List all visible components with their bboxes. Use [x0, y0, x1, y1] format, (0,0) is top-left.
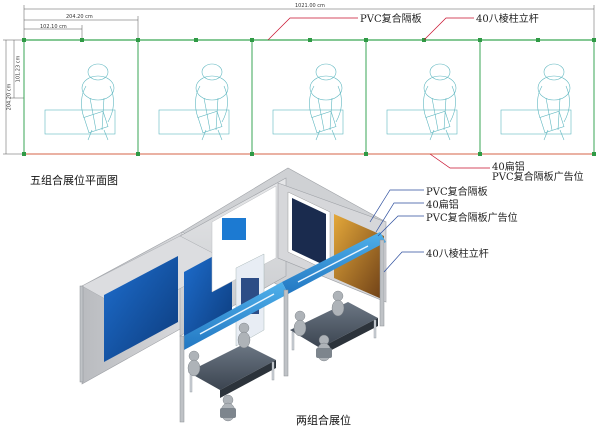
booth-label-pvc-panel: PVC复合隔板 [426, 187, 488, 198]
poster-booth2-room [334, 214, 384, 300]
plan-furniture-unit [44, 63, 116, 141]
plan-furniture-unit-4 [386, 63, 458, 141]
booth-caption: 两组合展位 [296, 414, 351, 427]
plan-label-octagonal-post: 40八棱柱立杆 [476, 14, 539, 25]
desk-booth2 [290, 302, 378, 348]
chairs [220, 348, 332, 418]
booth-leader-lines [369, 189, 424, 273]
plan-furniture-unit-2 [158, 63, 230, 141]
booth-label-octagonal-post: 40八棱柱立杆 [426, 249, 489, 260]
plan-label-pvc-panel: PVC复合隔板 [360, 14, 422, 25]
dim-height-inner: 101.23 cm [15, 55, 22, 83]
poster-booth2-graphic [292, 198, 326, 266]
plan-outline [23, 39, 595, 155]
post-markers [22, 38, 596, 156]
plan-label-flat-aluminum: 40扁铝 [492, 162, 525, 173]
booth-front-posts [79, 239, 385, 423]
booth-label-pvc-ad-panel: PVC复合隔板广告位 [426, 213, 518, 224]
partition-lines [23, 40, 595, 154]
plan-furniture-unit-5 [500, 63, 572, 141]
plan-furniture-unit-3 [272, 63, 344, 141]
dimension-lines [3, 5, 595, 155]
desk-legs [189, 319, 377, 393]
plan-caption: 五组合展位平面图 [30, 174, 118, 187]
fascia-text-marks [199, 245, 369, 335]
poster-booth1-left [104, 256, 178, 362]
plan-leader-lines [267, 17, 490, 169]
booth-perspective [79, 167, 424, 423]
dim-one-module: 102.10 cm [40, 24, 67, 30]
desk-booth2-front [320, 318, 378, 356]
booth-label-flat-aluminum: 40扁铝 [426, 200, 459, 211]
plan-label-pvc-ad-panel: PVC复合隔板广告位 [492, 172, 584, 183]
desk-booth1-front [220, 360, 276, 398]
desk-booth1 [188, 344, 276, 390]
plan-view [3, 5, 596, 169]
dim-height-outer: 204.20 cm [6, 83, 13, 111]
dim-total: 1021.00 cm [295, 3, 325, 9]
logo-mark [222, 218, 246, 240]
dim-two-module: 204.20 cm [66, 14, 93, 20]
